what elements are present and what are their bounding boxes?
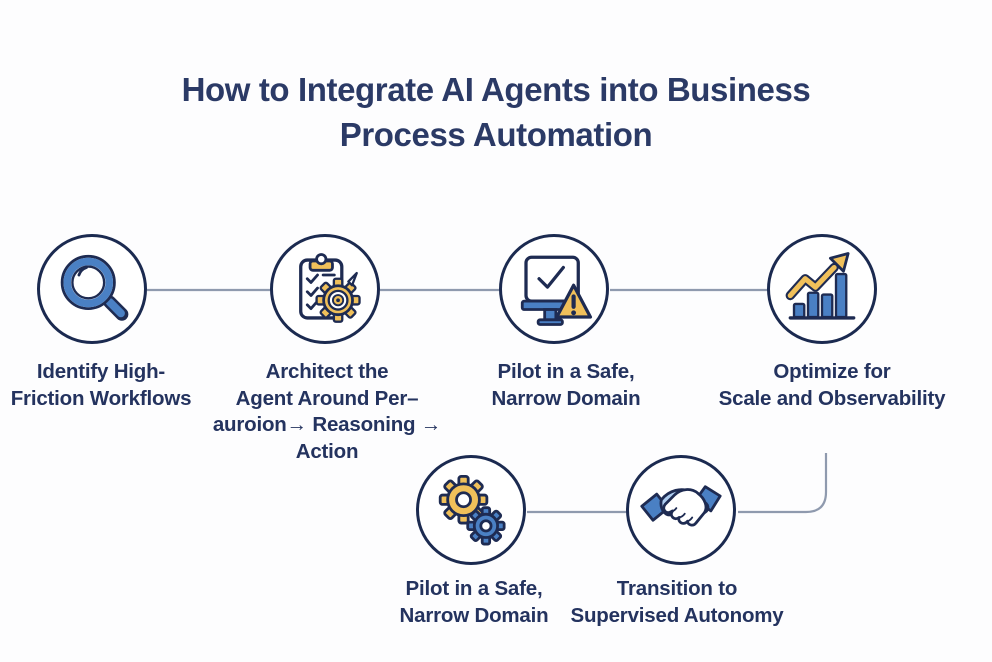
step-label-pilot-safe-domain: Pilot in a Safe, Narrow Domain xyxy=(491,360,641,410)
magnifier-icon xyxy=(60,254,129,321)
monitor-check-warning-icon xyxy=(520,255,593,326)
step-3-circle xyxy=(499,234,609,344)
step-label-identify-workflows: Identify High- Friction Workflows xyxy=(10,360,192,410)
connector-curve xyxy=(738,453,828,514)
growth-chart-icon xyxy=(785,252,856,320)
step-4-circle xyxy=(767,234,877,344)
page-title: How to Integrate AI Agents into Business… xyxy=(181,71,811,153)
gears-icon xyxy=(438,475,506,546)
step-5-circle xyxy=(416,455,526,565)
step-label-optimize-scale: Optimize for Scale and Observability xyxy=(718,360,946,410)
step-label-supervised-autonomy: Transition to Supervised Autonomy xyxy=(570,577,784,627)
step-6-circle xyxy=(626,455,736,565)
step-1-circle xyxy=(37,234,147,344)
step-2-circle xyxy=(270,234,380,344)
clipboard-gear-icon xyxy=(299,253,361,323)
step-label-architect-agent: Architect the Agent Around Per– auroion→… xyxy=(212,360,442,463)
step-label-pilot-safe-domain-2: Pilot in a Safe, Narrow Domain xyxy=(399,577,549,627)
handshake-icon xyxy=(640,485,722,527)
